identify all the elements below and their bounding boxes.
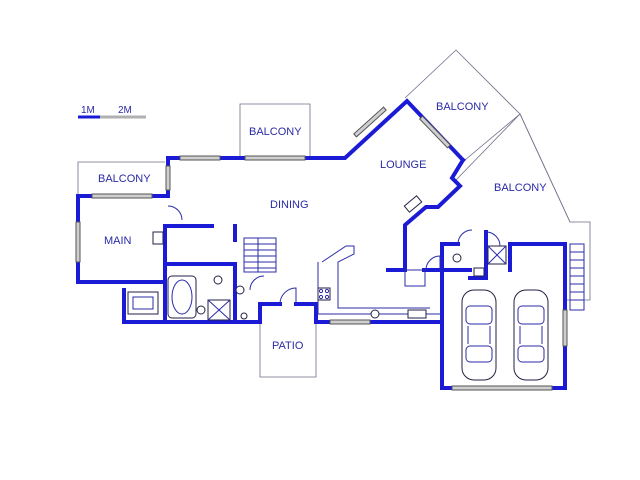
garage-toilet [452,253,462,263]
staircase [243,237,277,273]
wall-garage-wc [468,230,488,280]
kitchen-tap [370,309,380,319]
window-garage-east [562,309,568,347]
kitchen-sink [407,309,427,319]
toilet-2 [240,312,248,320]
car-right [513,289,549,381]
window-north-1 [179,155,221,161]
label-balcony-right: BALCONY [494,182,547,194]
wall-main-east [122,224,167,324]
garage-door [451,385,553,391]
balcony-outlines [77,49,591,378]
window-main-west [75,221,81,263]
scale-label-2m: 2M [118,105,132,116]
windows [75,106,568,391]
stove [317,287,331,301]
room-labels: BALCONY BALCONY BALCONY BALCONY LOUNGE D… [98,101,547,352]
garage-basin [473,267,485,277]
wall-south-west [163,302,282,324]
wall-south-center [294,302,444,324]
label-patio: PATIO [272,340,304,352]
wall-bath [163,262,237,324]
walls [76,98,567,390]
scale-label-1m: 1M [81,105,95,116]
window-north-2 [244,155,306,161]
label-balcony-right-top: BALCONY [436,101,489,113]
car-left [461,289,497,381]
balcony-right-top-outline [404,49,521,161]
label-lounge: LOUNGE [380,159,426,171]
label-main: MAIN [104,235,132,247]
balcony-right-outline [455,113,591,301]
window-balcony-left [165,165,171,191]
patio-door [279,287,297,305]
window-main-north [91,193,153,199]
label-dining: DINING [270,199,309,211]
label-balcony-left: BALCONY [98,173,151,185]
kitchen-counter [317,262,440,315]
wall-garage [440,242,567,390]
garage-entry-door [425,255,441,271]
bathtub [167,275,197,319]
label-balcony-center: BALCONY [249,126,302,138]
fireplace [403,195,423,213]
balcony-divider [519,113,571,223]
kitchen-island [321,245,430,309]
window-lounge-2 [418,115,452,149]
external-stairs [569,243,585,311]
basin-2 [235,285,245,295]
main-door [167,205,183,221]
wall-north [166,98,466,163]
wc-door [457,229,473,245]
window-kitchen [329,319,371,325]
fixtures [127,195,585,381]
scale-bar: 1M 2M [78,105,146,119]
balcony-center-outline [239,103,311,160]
stair-door [249,275,265,291]
balcony-left-outline [77,161,165,194]
window-lounge-1 [353,106,387,138]
patio-outline [259,314,317,378]
wall-lounge-east [403,157,466,272]
basin [213,275,223,285]
shower-door [485,231,501,247]
toilet [196,305,206,315]
entrance-step [404,269,426,287]
tv-unit [152,231,164,245]
